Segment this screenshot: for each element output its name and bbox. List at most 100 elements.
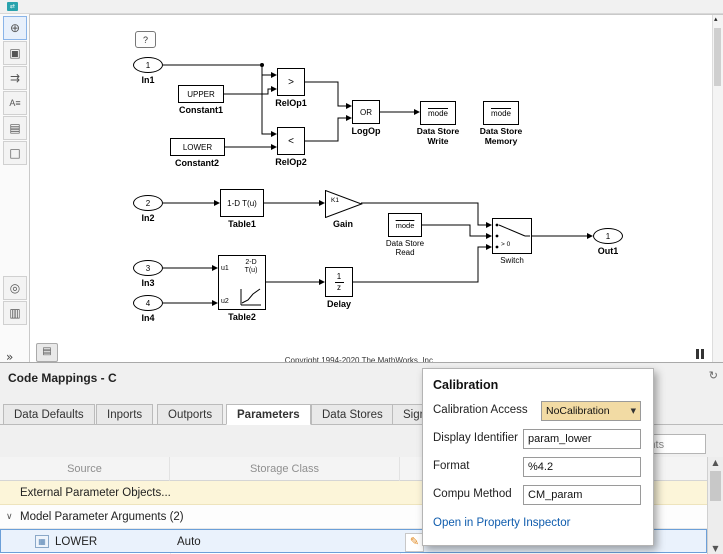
data-store-memory-name: mode (490, 108, 511, 118)
collapse-chevron-icon[interactable]: ∨ (6, 512, 13, 522)
inport-in4[interactable]: 4 (133, 295, 163, 311)
model-canvas[interactable]: ? 1 In1 2 In2 3 In3 4 In4 1 Out1 UPPER C… (30, 14, 723, 363)
table-vertical-scrollbar[interactable]: ▲ ▼ (707, 457, 723, 554)
scroll-up-icon[interactable]: ▴ (714, 15, 718, 23)
delay-label: Delay (326, 299, 352, 309)
display-identifier-field[interactable] (523, 429, 641, 449)
code-mappings-title: Code Mappings - C (8, 371, 117, 385)
help-block[interactable]: ? (135, 31, 156, 48)
zoom-button[interactable]: ⊕ (3, 16, 27, 40)
data-store-write-label: Data Store Write (416, 126, 460, 146)
table2-u2: u2 (221, 298, 229, 305)
switch-criteria: > 0 (501, 241, 511, 248)
table1-label: Table1 (228, 219, 256, 229)
table-scroll-thumb[interactable] (710, 471, 721, 501)
display-identifier-label: Display Identifier (433, 432, 519, 444)
calibration-popup-title: Calibration (433, 378, 499, 392)
constant2-block[interactable]: LOWER (170, 138, 225, 156)
table2-block[interactable]: u1 u2 2-D T(u) (218, 255, 266, 310)
top-toolstrip: ⇄ (0, 0, 723, 14)
refresh-icon[interactable]: ↻ (708, 369, 718, 382)
calibration-access-label: Calibration Access (433, 404, 528, 416)
table1-block[interactable]: 1-D T(u) (220, 189, 264, 217)
row-source-text: Model Parameter Arguments (2) (20, 511, 184, 523)
logop-block[interactable]: OR (352, 100, 380, 124)
chevron-down-icon: ▼ (630, 407, 636, 415)
format-label: Format (433, 460, 470, 472)
annotation-button[interactable]: A≡ (3, 91, 27, 115)
signal-flow-button[interactable]: ⇉ (3, 66, 27, 90)
inport-in3[interactable]: 3 (133, 260, 163, 276)
relop2-block[interactable]: < (277, 127, 305, 155)
tab-outports[interactable]: Outports (157, 404, 224, 425)
gain-label: Gain (332, 219, 353, 229)
delay-fraction: 1 z (334, 272, 344, 292)
table2-u1: u1 (221, 265, 229, 272)
logop-label: LogOp (351, 126, 381, 136)
canvas-palette: ⊕ ▣ ⇉ A≡ ▤ □ ◎ ▥ » (0, 14, 30, 364)
data-store-read-name: mode (395, 220, 415, 230)
tab-data-defaults[interactable]: Data Defaults (3, 404, 95, 425)
column-storage-class[interactable]: Storage Class (170, 457, 400, 481)
viewmarks-button[interactable]: ▤ (36, 343, 58, 362)
data-store-write-block[interactable]: mode (420, 101, 456, 125)
constant1-block[interactable]: UPPER (178, 85, 224, 103)
toolstrip-icon[interactable]: ⇄ (7, 2, 18, 11)
image-button[interactable]: ▤ (3, 116, 27, 140)
outport-out1-label: Out1 (597, 246, 619, 256)
table2-curve (240, 288, 261, 306)
tab-inports[interactable]: Inports (96, 404, 154, 425)
shape-button[interactable]: □ (3, 141, 27, 165)
table2-text: 2-D T(u) (244, 259, 258, 274)
gain-block[interactable]: K1 (325, 190, 363, 218)
gain-value: K1 (331, 197, 339, 204)
fit-view-button[interactable]: ▣ (3, 41, 27, 65)
relop2-label: RelOp2 (275, 157, 307, 167)
inport-in3-label: In3 (141, 278, 155, 288)
outport-out1[interactable]: 1 (593, 228, 623, 244)
tab-parameters[interactable]: Parameters (226, 404, 311, 425)
relop1-label: RelOp1 (275, 98, 307, 108)
constant2-label: Constant2 (174, 158, 219, 168)
constant1-label: Constant1 (178, 105, 223, 115)
data-store-write-name: mode (427, 108, 448, 118)
scroll-down-icon[interactable]: ▼ (712, 544, 719, 553)
format-field[interactable] (523, 457, 641, 477)
calibration-access-value: NoCalibration (546, 405, 610, 417)
calibration-access-dropdown[interactable]: NoCalibration ▼ (541, 401, 641, 421)
resize-grip-bar (701, 349, 704, 359)
signal-wires (163, 63, 593, 306)
row-storage-text: Auto (177, 536, 201, 548)
data-store-memory-label: Data Store Memory (479, 126, 523, 146)
data-store-read-label: Data Store Read (385, 239, 425, 258)
inport-in1[interactable]: 1 (133, 57, 163, 73)
clipboard-button[interactable]: ▥ (3, 301, 27, 325)
switch-label: Switch (500, 256, 524, 265)
palette-expander-button[interactable]: » (6, 350, 14, 364)
scroll-up-icon[interactable]: ▲ (712, 458, 719, 467)
canvas-vertical-scrollbar[interactable]: ▴ (712, 15, 723, 363)
row-source-text: LOWER (55, 536, 98, 548)
resize-grip-bar (696, 349, 699, 359)
table2-label: Table2 (228, 312, 256, 322)
inport-in4-label: In4 (141, 313, 155, 323)
calibration-popup: Calibration Calibration Access NoCalibra… (422, 368, 654, 546)
code-mappings-tabbar: Data Defaults Inports Outports Parameter… (0, 391, 723, 425)
copyright-text: Copyright 1994-2020 The MathWorks, Inc. (284, 356, 436, 363)
switch-block[interactable]: > 0 (492, 218, 532, 254)
relop1-block[interactable]: > (277, 68, 305, 96)
delay-block[interactable]: 1 z (325, 267, 353, 297)
data-store-read-block[interactable]: mode (388, 213, 422, 237)
data-store-memory-block[interactable]: mode (483, 101, 519, 125)
camera-button[interactable]: ◎ (3, 276, 27, 300)
column-source[interactable]: Source (0, 457, 170, 481)
tab-data-stores[interactable]: Data Stores (311, 404, 394, 425)
row-source-text: External Parameter Objects... (20, 487, 171, 499)
inport-in2[interactable]: 2 (133, 195, 163, 211)
compu-method-field[interactable] (523, 485, 641, 505)
inport-in2-label: In2 (141, 213, 155, 223)
open-property-inspector-link[interactable]: Open in Property Inspector (433, 517, 571, 529)
canvas-scroll-thumb[interactable] (714, 28, 721, 86)
inport-in1-label: In1 (141, 75, 155, 85)
